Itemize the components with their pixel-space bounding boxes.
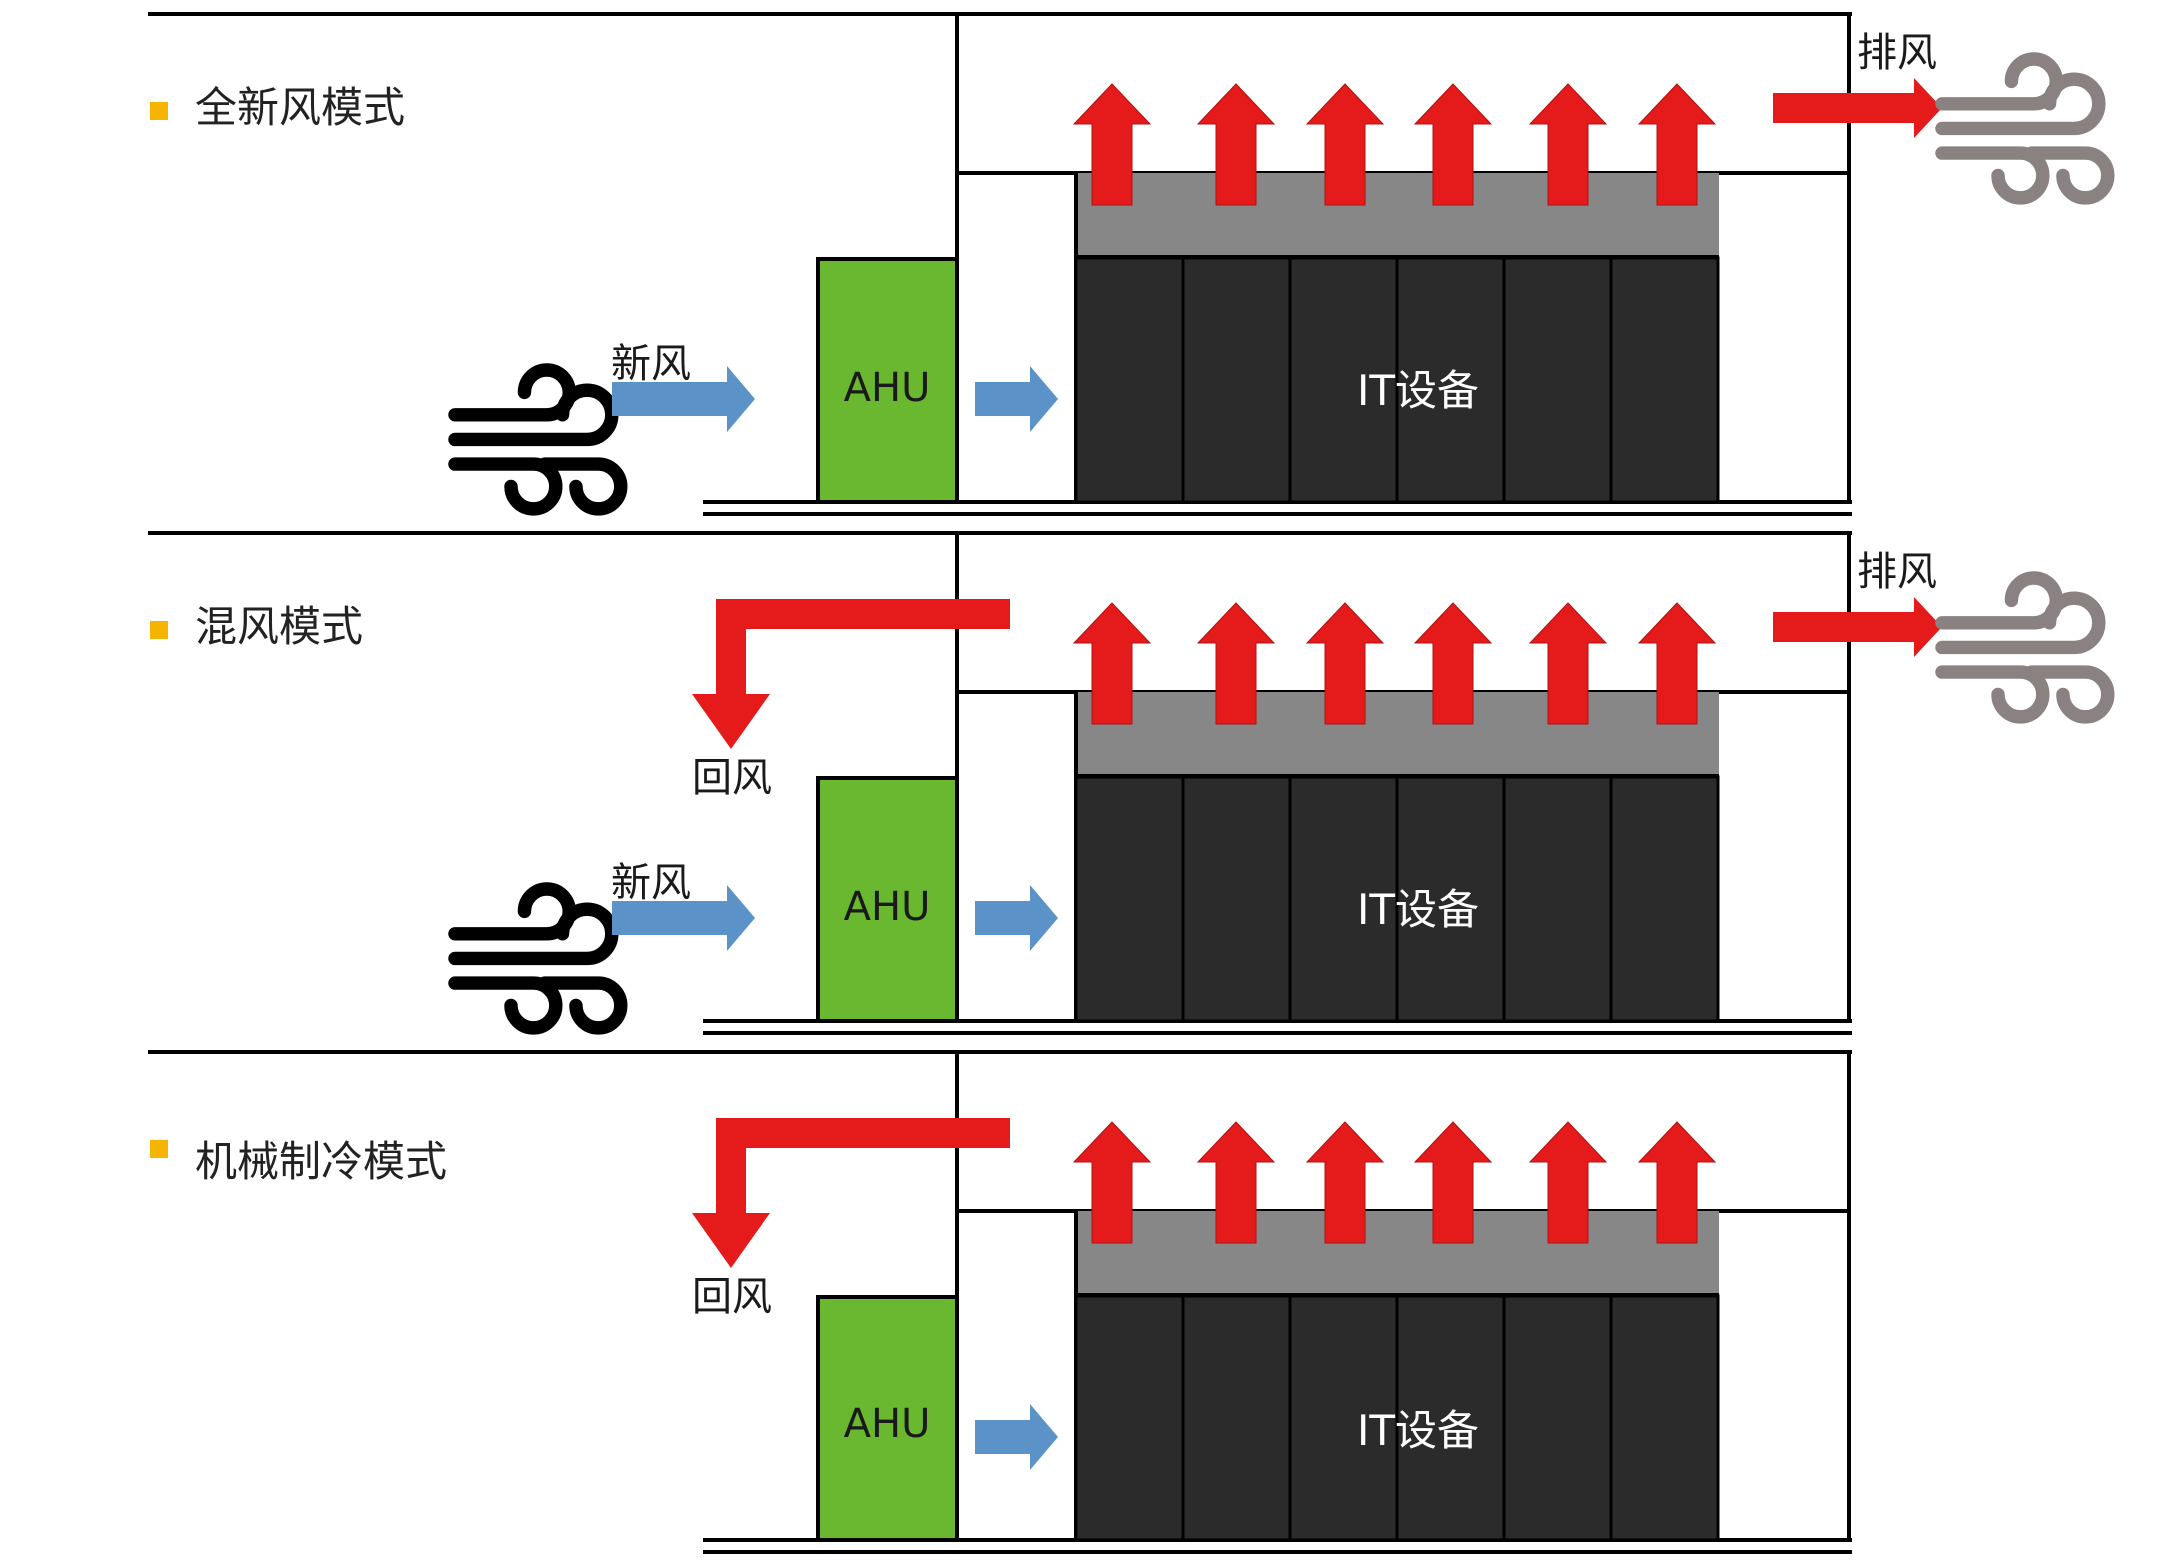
it-equipment-label: IT设备 — [1357, 885, 1479, 934]
it-rack — [1181, 775, 1292, 1023]
hot-aisle-plenum — [1076, 1211, 1719, 1295]
ahu-label: AHU — [844, 884, 931, 930]
it-equipment-label: IT设备 — [1357, 366, 1479, 415]
wind-icon-stroke — [537, 457, 628, 516]
mode-bullet — [150, 102, 168, 120]
hot-air-up-arrow — [1528, 1121, 1608, 1244]
return-air-arrow — [692, 599, 1010, 749]
it-rack — [1074, 256, 1185, 504]
wind-icon-stroke — [537, 976, 628, 1035]
hot-air-up-arrow — [1413, 1121, 1493, 1244]
wind-icon-stroke — [1935, 72, 2106, 136]
it-rack — [1609, 256, 1720, 504]
it-rack — [1074, 1294, 1185, 1542]
hot-air-up-arrow — [1072, 1121, 1152, 1244]
ahu-unit — [816, 257, 959, 504]
mode-label: 混风模式 — [195, 602, 363, 651]
wind-icon-stroke — [448, 363, 576, 422]
wind-icon-stroke — [448, 457, 563, 516]
mode-panel: 机械制冷模式 IT设备 AHU 回风 — [148, 1050, 1852, 1554]
it-rack — [1181, 1294, 1292, 1542]
wind-icon-stroke — [1935, 52, 2063, 111]
it-rack — [1288, 775, 1399, 1023]
wind-icon — [1935, 571, 2115, 724]
hot-aisle-plenum — [1076, 173, 1719, 257]
it-rack — [1288, 1294, 1399, 1542]
mode-bullet — [150, 1140, 168, 1158]
it-rack — [1609, 775, 1720, 1023]
exhaust-air-arrow — [1773, 597, 1942, 657]
it-rack — [1502, 1294, 1613, 1542]
mode-label: 全新风模式 — [195, 83, 405, 132]
wind-icon-stroke — [448, 383, 619, 447]
hot-air-up-arrow — [1305, 83, 1385, 206]
supply-air-arrow — [975, 366, 1058, 432]
hot-air-up-arrow — [1413, 602, 1493, 725]
it-rack — [1502, 256, 1613, 504]
exhaust-label: 排风 — [1857, 30, 1937, 76]
hot-air-up-arrow — [1072, 602, 1152, 725]
hot-air-up-arrow — [1637, 83, 1717, 206]
ahu-label: AHU — [844, 1401, 931, 1447]
wind-icon-stroke — [1935, 591, 2106, 655]
wind-icon — [1935, 52, 2115, 205]
wind-icon — [448, 882, 628, 1035]
hot-air-up-arrow — [1196, 602, 1276, 725]
ahu-unit — [816, 776, 959, 1023]
hot-air-up-arrow — [1528, 602, 1608, 725]
ahu-label: AHU — [844, 365, 931, 411]
wind-icon-stroke — [1935, 665, 2050, 724]
hot-air-up-arrow — [1637, 602, 1717, 725]
hot-air-up-arrow — [1305, 602, 1385, 725]
fresh-air-arrow — [612, 885, 755, 951]
wind-icon-stroke — [1935, 571, 2063, 630]
wind-icon-stroke — [2024, 146, 2115, 205]
return-air-label: 回风 — [692, 755, 772, 801]
it-rack — [1609, 1294, 1720, 1542]
supply-air-arrow — [975, 1404, 1058, 1470]
exhaust-label: 排风 — [1857, 549, 1937, 595]
hot-air-up-arrow — [1196, 1121, 1276, 1244]
mode-label: 机械制冷模式 — [195, 1137, 447, 1186]
it-rack — [1502, 775, 1613, 1023]
fresh-air-arrow — [612, 366, 755, 432]
hot-air-up-arrow — [1196, 83, 1276, 206]
it-equipment-label: IT设备 — [1357, 1406, 1479, 1455]
hot-air-up-arrow — [1072, 83, 1152, 206]
return-air-label: 回风 — [692, 1274, 772, 1320]
it-rack — [1395, 256, 1506, 504]
hot-air-up-arrow — [1413, 83, 1493, 206]
wind-icon-stroke — [1935, 146, 2050, 205]
it-rack — [1074, 775, 1185, 1023]
hot-aisle-plenum — [1076, 692, 1719, 776]
hot-air-up-arrow — [1637, 1121, 1717, 1244]
wind-icon — [448, 363, 628, 516]
wind-icon-stroke — [448, 882, 576, 941]
supply-air-arrow — [975, 885, 1058, 951]
hot-air-up-arrow — [1528, 83, 1608, 206]
hot-air-up-arrow — [1305, 1121, 1385, 1244]
fresh-air-label: 新风 — [611, 860, 691, 906]
exhaust-air-arrow — [1773, 78, 1942, 138]
mode-panel: 全新风模式 IT设备 AHU 新风 排风 — [148, 12, 2115, 516]
it-rack — [1181, 256, 1292, 504]
it-rack — [1288, 256, 1399, 504]
return-air-arrow — [692, 1118, 1010, 1268]
mode-bullet — [150, 621, 168, 639]
wind-icon-stroke — [448, 902, 619, 966]
wind-icon-stroke — [2024, 665, 2115, 724]
ahu-unit — [816, 1295, 959, 1542]
wind-icon-stroke — [448, 976, 563, 1035]
fresh-air-label: 新风 — [611, 341, 691, 387]
